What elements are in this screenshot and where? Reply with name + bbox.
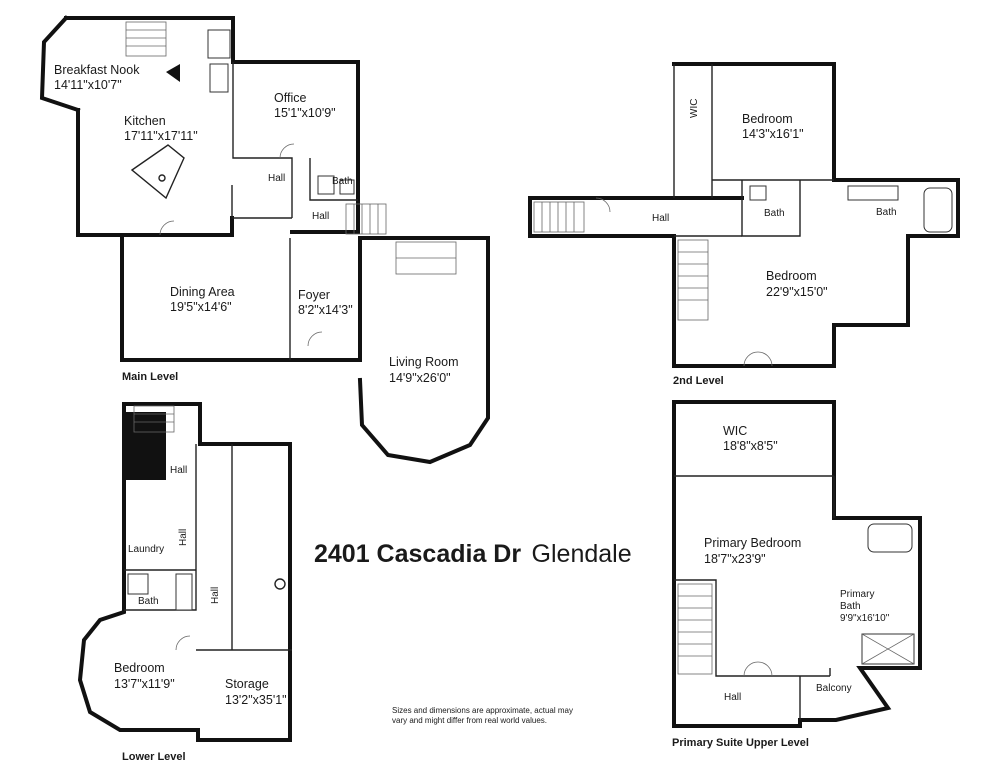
dining-walls: [120, 236, 294, 362]
storage-label: Storage: [225, 677, 269, 691]
second-level-plan: [528, 62, 960, 368]
property-city: Glendale: [532, 540, 632, 568]
nook-fireplace: [166, 64, 180, 82]
disclaimer-line-1: Sizes and dimensions are approximate, ac…: [392, 706, 573, 715]
suite-wic-dim: 18'8"x8'5": [723, 439, 778, 453]
main-upper-walls: [118, 16, 360, 234]
bath-2b-label: Bath: [876, 207, 897, 218]
dining-label: Dining Area: [170, 285, 235, 299]
foyer-label: Foyer: [298, 288, 330, 302]
main-level-label: Main Level: [122, 371, 178, 383]
suite-stairs: [677, 583, 713, 675]
lower-bedroom-dim: 13'7"x11'9": [114, 677, 175, 691]
suite-inner-walls: [674, 475, 835, 677]
disclaimer-line-2: vary and might differ from real world va…: [392, 716, 547, 725]
office-dim: 15'1"x10'9": [274, 106, 336, 120]
kitchen-walls: [76, 108, 234, 237]
hall-2-label: Hall: [652, 213, 669, 224]
office-wall: [232, 62, 293, 218]
bedroom-2a-label: Bedroom: [742, 112, 793, 126]
kitchen-island: [130, 144, 185, 200]
primary-suite-plan: [672, 400, 922, 728]
storage-dim: 13'2"x35'1": [225, 693, 287, 707]
foyer-dim: 8'2"x14'3": [298, 303, 353, 317]
second-level-inner-walls: [673, 64, 834, 198]
kitchen-dim: 17'11"x17'11": [124, 129, 198, 143]
second-level-stairs-down: [677, 239, 709, 321]
main-stairs-bottom: [345, 203, 387, 235]
bath-wall: [309, 158, 358, 201]
balcony-label: Balcony: [816, 683, 852, 694]
lower-level-outer-walls: [77, 402, 292, 742]
property-address: 2401 Cascadia Dr: [314, 540, 521, 568]
laundry-label: Laundry: [128, 544, 164, 555]
suite-tub: [867, 523, 913, 553]
main-hall-2-label: Hall: [312, 211, 329, 222]
second-level-stairs: [533, 201, 585, 233]
property-title: 2401 Cascadia Dr Glendale: [314, 540, 632, 568]
lower-level-plan: [77, 402, 292, 742]
bath-2a-walls: [741, 180, 801, 237]
lower-bath-label: Bath: [138, 596, 159, 607]
living-walls: [290, 236, 490, 465]
living-room-dim: 14'9"x26'0": [389, 371, 451, 385]
primary-bath-dim: 9'9"x16'10": [840, 613, 890, 624]
living-room-label: Living Room: [389, 355, 458, 369]
breakfast-nook-walls: [39, 15, 122, 113]
second-level-tub: [923, 187, 953, 233]
lower-hall-1-label: Hall: [170, 465, 187, 476]
lower-stair-block: [124, 412, 166, 480]
suite-hall-label: Hall: [724, 692, 741, 703]
main-stairs-top: [125, 21, 167, 57]
hall-wall: [231, 185, 292, 219]
lower-hall-3-label: Hall: [210, 587, 221, 604]
suite-level-label: Primary Suite Upper Level: [672, 737, 809, 749]
bedroom-2a-dim: 14'3"x16'1": [742, 127, 804, 141]
wic-2-label: WIC: [689, 99, 700, 118]
primary-bath-label-1: Primary: [840, 589, 874, 600]
bedroom-2b-dim: 22'9"x15'0": [766, 285, 828, 299]
bath-2a-label: Bath: [764, 208, 785, 219]
second-level-label: 2nd Level: [673, 375, 724, 387]
suite-wic-label: WIC: [723, 424, 747, 438]
main-hall-1-label: Hall: [268, 173, 285, 184]
lower-level-inner-walls: [124, 444, 292, 651]
dining-dim: 19'5"x14'6": [170, 300, 232, 314]
main-level-plan: [39, 15, 490, 465]
second-level-outer-walls: [528, 62, 960, 368]
breakfast-nook-dim: 14'11"x10'7": [54, 78, 122, 92]
breakfast-nook-label: Breakfast Nook: [54, 63, 140, 77]
primary-bedroom-dim: 18'7"x23'9": [704, 552, 766, 566]
bedroom-2b-label: Bedroom: [766, 269, 817, 283]
kitchen-label: Kitchen: [124, 114, 166, 128]
primary-bath-label-2: Bath: [840, 601, 861, 612]
lower-hall-2-label: Hall: [178, 529, 189, 546]
primary-bedroom-label: Primary Bedroom: [704, 536, 801, 550]
office-label: Office: [274, 91, 306, 105]
main-bath-label: Bath: [332, 176, 353, 187]
lower-bedroom-label: Bedroom: [114, 661, 165, 675]
lower-level-label: Lower Level: [122, 751, 186, 763]
